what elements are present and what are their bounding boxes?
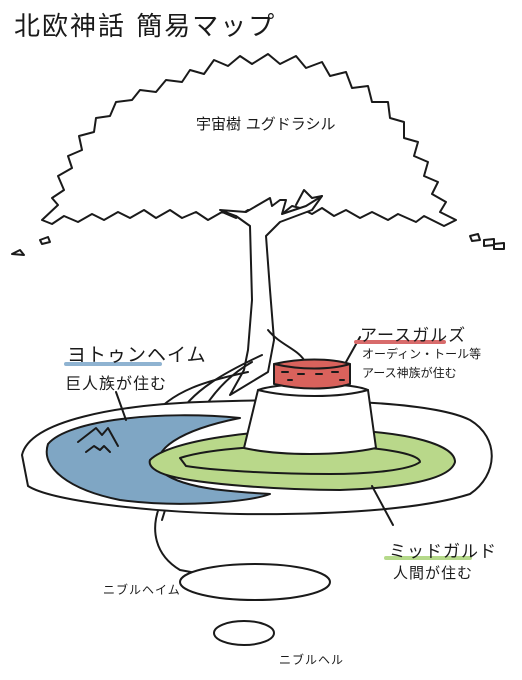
midgard-description: 人間が住む	[393, 564, 474, 582]
leaf-bit	[483, 238, 495, 247]
niflheim-region	[179, 563, 331, 601]
leaf-bit	[39, 236, 51, 245]
leaf-bit	[493, 242, 505, 250]
tree-canopy	[41, 53, 457, 227]
asgard-description-line2: アース神族が住む	[362, 366, 457, 380]
midgard-leader-line	[371, 485, 394, 526]
midgard-label: ミッドガルド	[389, 542, 497, 562]
asgard-fortress	[273, 358, 351, 390]
niflhel-region	[213, 620, 275, 646]
asgard-description-line1: オーディン・トール等	[362, 347, 482, 361]
jotunheim-leader-line	[115, 391, 127, 421]
jotunheim-mountain	[77, 427, 119, 447]
asgard-mound-top	[257, 389, 369, 397]
asgard-fortress-top	[273, 363, 351, 370]
jotunheim-region	[45, 414, 271, 505]
tree-trunk	[219, 195, 323, 396]
leaf-bit	[11, 249, 25, 256]
asgard-mound	[243, 383, 377, 455]
jotunheim-label: ヨトゥンヘイム	[67, 344, 207, 366]
page-title: 北欧神話 簡易マップ	[14, 12, 277, 42]
asgard-label: アースガルズ	[360, 326, 467, 346]
jotunheim-mountain-line	[85, 445, 111, 453]
asgard-wall-marks	[281, 371, 345, 381]
leaf-bit	[469, 233, 481, 242]
tree-branch	[295, 189, 323, 206]
niflhel-label: ニブルヘル	[279, 653, 345, 667]
yggdrasil-label: 宇宙樹 ユグドラシル	[196, 115, 336, 133]
niflheim-label: ニブルヘイム	[103, 583, 181, 597]
jotunheim-description: 巨人族が住む	[65, 374, 168, 393]
